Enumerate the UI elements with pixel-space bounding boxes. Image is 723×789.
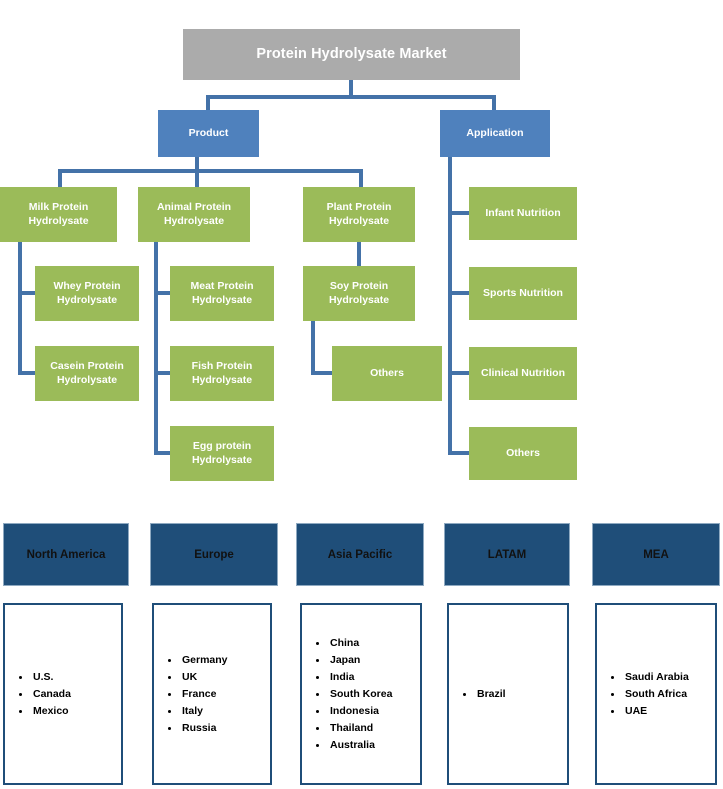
connector-application-to-sports [448,291,470,295]
connector-product-stem [195,157,199,172]
leaf-node-plant-others: Others [332,346,442,401]
region-header-mea-label: MEA [643,548,669,561]
list-item: Australia [328,737,420,754]
region-header-latam: LATAM [444,523,570,586]
list-item: South Korea [328,686,420,703]
list-item: U.S. [31,669,121,686]
connector-product-to-plant [359,169,363,187]
connector-milk-to-casein [18,371,36,375]
region-header-north-america: North America [3,523,129,586]
connector-root-bus [206,95,496,99]
connector-root-stem [349,80,353,98]
leaf-node-casein-protein-hydrolysate-label: Casein Protein Hydrolysate [50,360,124,386]
list-item: China [328,635,420,652]
leaf-node-whey-protein-hydrolysate: Whey Protein Hydrolysate [35,266,139,321]
leaf-node-infant-nutrition: Infant Nutrition [469,187,577,240]
list-item: France [180,686,270,703]
list-item: Mexico [31,703,121,720]
leaf-node-application-others-label: Others [506,446,540,459]
region-header-latam-label: LATAM [487,548,527,561]
leaf-node-egg-protein-hydrolysate-label: Egg protein Hydrolysate [191,440,253,466]
leaf-node-fish-protein-hydrolysate: Fish Protein Hydrolysate [170,346,274,401]
country-list-north-america: U.S. Canada Mexico [5,669,121,720]
category-node-application: Application [440,110,550,157]
leaf-node-meat-protein-hydrolysate-label: Meat Protein Hydrolysate [190,280,254,306]
leaf-node-clinical-nutrition: Clinical Nutrition [469,347,577,400]
leaf-node-soy-protein-hydrolysate-label: Soy Protein Hydrolysate [328,280,390,306]
leaf-node-application-others: Others [469,427,577,480]
category-node-product-label: Product [188,126,229,139]
connector-milk-to-whey [18,291,36,295]
connector-milk-vertical [18,242,22,375]
connector-soy-vertical [311,321,315,375]
region-header-north-america-label: North America [26,548,106,561]
list-item: Saudi Arabia [623,669,715,686]
connector-application-to-infant [448,211,470,215]
root-node-protein-hydrolysate-market: Protein Hydrolysate Market [183,29,520,80]
connector-application-vertical [448,157,452,455]
leaf-node-sports-nutrition: Sports Nutrition [469,267,577,320]
connector-animal-to-egg [154,451,172,455]
leaf-node-milk-protein-hydrolysate: Milk Protein Hydrolysate [0,187,117,242]
region-header-mea: MEA [592,523,720,586]
region-list-mea: Saudi Arabia South Africa UAE [595,603,717,785]
country-list-europe: Germany UK France Italy Russia [154,652,270,737]
leaf-node-milk-protein-hydrolysate-label: Milk Protein Hydrolysate [28,201,89,227]
list-item: India [328,669,420,686]
list-item: UK [180,669,270,686]
leaf-node-infant-nutrition-label: Infant Nutrition [485,206,561,219]
leaf-node-soy-protein-hydrolysate: Soy Protein Hydrolysate [303,266,415,321]
leaf-node-plant-protein-hydrolysate: Plant Protein Hydrolysate [303,187,415,242]
connector-application-to-others [448,451,470,455]
list-item: Germany [180,652,270,669]
country-list-mea: Saudi Arabia South Africa UAE [597,669,715,720]
list-item: Russia [180,720,270,737]
connector-root-to-application [492,95,496,110]
root-node-label: Protein Hydrolysate Market [256,46,447,63]
connector-animal-vertical [154,242,158,455]
leaf-node-plant-protein-hydrolysate-label: Plant Protein Hydrolysate [326,201,392,227]
connector-root-to-product [206,95,210,110]
leaf-node-casein-protein-hydrolysate: Casein Protein Hydrolysate [35,346,139,401]
connector-plant-to-soy [357,242,361,266]
connector-product-to-milk [58,169,62,187]
country-list-latam: Brazil [449,686,567,703]
region-list-north-america: U.S. Canada Mexico [3,603,123,785]
leaf-node-animal-protein-hydrolysate-label: Animal Protein Hydrolysate [156,201,232,227]
list-item: Japan [328,652,420,669]
list-item: South Africa [623,686,715,703]
connector-animal-to-meat [154,291,172,295]
region-list-europe: Germany UK France Italy Russia [152,603,272,785]
region-header-asia-pacific-label: Asia Pacific [327,548,393,561]
region-header-europe: Europe [150,523,278,586]
connector-product-bus [58,169,363,173]
list-item: Brazil [475,686,567,703]
connector-application-to-clinical [448,371,470,375]
leaf-node-clinical-nutrition-label: Clinical Nutrition [481,366,565,379]
list-item: UAE [623,703,715,720]
region-header-asia-pacific: Asia Pacific [296,523,424,586]
category-node-application-label: Application [466,126,524,139]
region-header-europe-label: Europe [194,548,234,561]
list-item: Indonesia [328,703,420,720]
leaf-node-sports-nutrition-label: Sports Nutrition [483,286,563,299]
leaf-node-meat-protein-hydrolysate: Meat Protein Hydrolysate [170,266,274,321]
leaf-node-fish-protein-hydrolysate-label: Fish Protein Hydrolysate [191,360,253,386]
leaf-node-whey-protein-hydrolysate-label: Whey Protein Hydrolysate [53,280,121,306]
leaf-node-animal-protein-hydrolysate: Animal Protein Hydrolysate [138,187,250,242]
leaf-node-plant-others-label: Others [370,366,404,379]
list-item: Canada [31,686,121,703]
connector-product-to-animal [195,169,199,187]
list-item: Italy [180,703,270,720]
connector-soy-to-others [311,371,333,375]
leaf-node-egg-protein-hydrolysate: Egg protein Hydrolysate [170,426,274,481]
region-list-latam: Brazil [447,603,569,785]
list-item: Thailand [328,720,420,737]
region-list-asia-pacific: China Japan India South Korea Indonesia … [300,603,422,785]
connector-animal-to-fish [154,371,172,375]
country-list-asia-pacific: China Japan India South Korea Indonesia … [302,635,420,754]
category-node-product: Product [158,110,259,157]
